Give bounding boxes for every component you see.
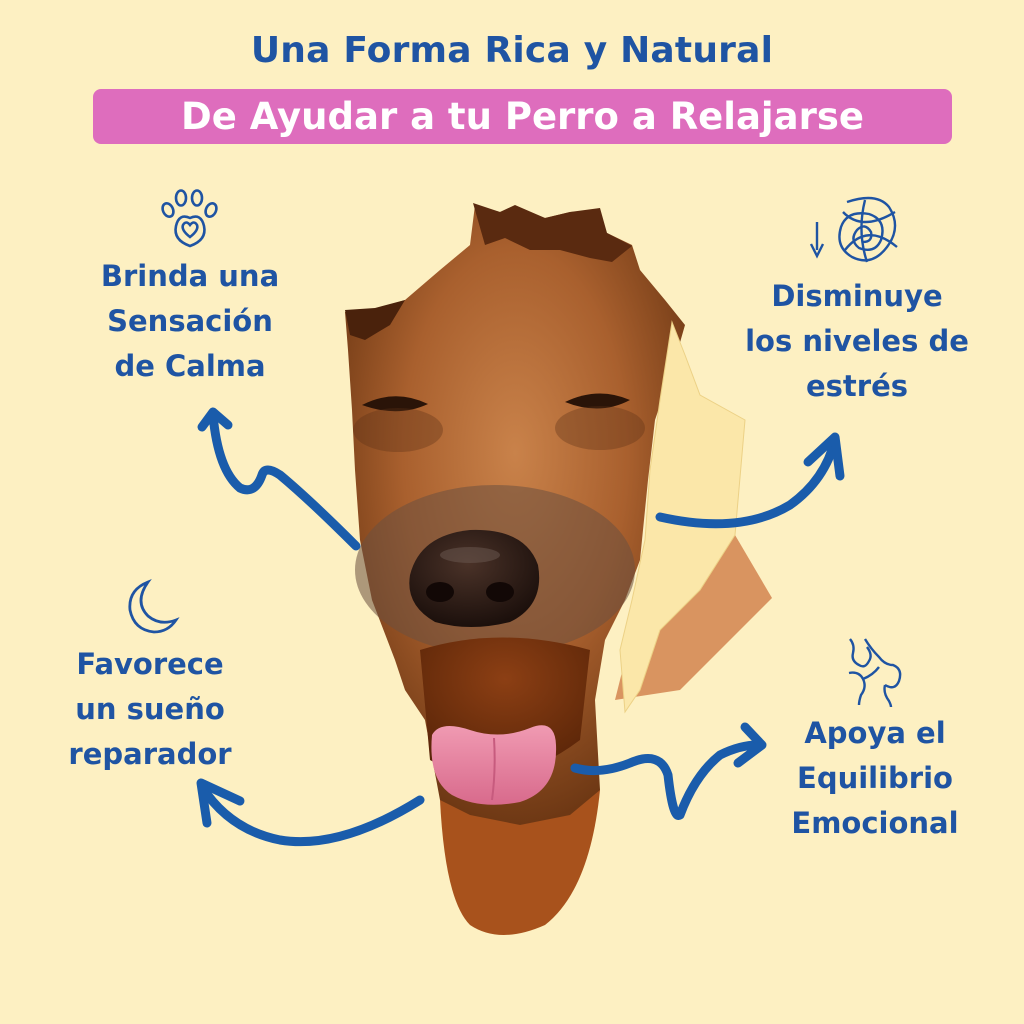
person-dog-icon xyxy=(848,638,902,707)
feature-sleep-line-3: reparador xyxy=(68,737,232,771)
dog-chin xyxy=(440,790,600,935)
feature-calm-line-1: Brinda una xyxy=(100,259,280,293)
feature-calm-line-3: de Calma xyxy=(114,349,266,383)
arrow-top-right-head xyxy=(803,432,845,481)
arrow-bottom-left-head xyxy=(196,778,245,828)
feature-calm-line-2: Sensación xyxy=(107,304,273,338)
dog-eye-left xyxy=(362,396,428,412)
feature-sleep-line-1: Favorece xyxy=(76,647,224,681)
arrow-bottom-right xyxy=(570,740,763,820)
arrow-bottom-right-head xyxy=(733,722,767,768)
arrow-top-left xyxy=(208,410,361,551)
arrow-bottom-left xyxy=(197,782,425,847)
subtitle-text: De Ayudar a tu Perro a Relajarse xyxy=(181,95,864,138)
feature-stress: Disminuye los niveles de estrés xyxy=(722,192,992,409)
arrow-top-left-head xyxy=(197,407,233,432)
torn-paper-edge xyxy=(473,203,632,262)
feature-stress-line-2: los niveles de xyxy=(745,324,969,358)
torn-paper-edge-left xyxy=(345,300,405,340)
stress-scribble-icon xyxy=(809,196,898,263)
feature-emotional-line-3: Emocional xyxy=(791,806,959,840)
moon-icon xyxy=(128,578,180,634)
feature-sleep: Favorece un sueño reparador xyxy=(45,578,255,777)
subtitle-banner: De Ayudar a tu Perro a Relajarse xyxy=(93,89,952,144)
feature-emotional-line-1: Apoya el xyxy=(804,716,946,750)
feature-stress-line-1: Disminuye xyxy=(771,279,943,313)
arrow-top-right xyxy=(655,435,840,529)
feature-stress-line-3: estrés xyxy=(805,369,909,403)
feature-calm: Brinda una Sensación de Calma xyxy=(80,188,300,389)
dog-eye-right xyxy=(565,393,630,409)
feature-sleep-line-2: un sueño xyxy=(75,692,225,726)
page-title: Una Forma Rica y Natural xyxy=(250,30,774,71)
feature-emotional: Apoya el Equilibrio Emocional xyxy=(760,635,990,846)
paw-heart-icon xyxy=(161,189,218,248)
feature-emotional-line-2: Equilibrio xyxy=(797,761,953,795)
